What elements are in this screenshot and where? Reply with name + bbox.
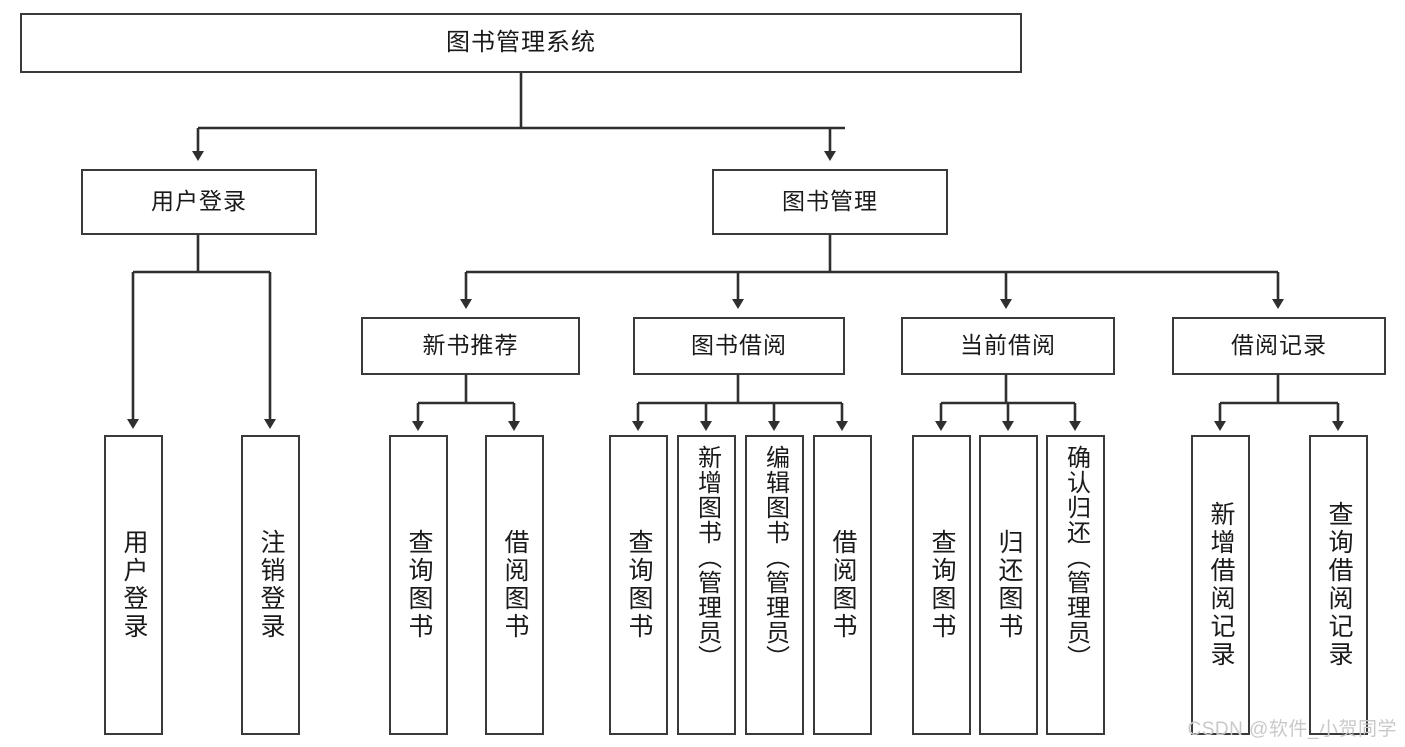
node-label: 图书管理系统: [446, 28, 596, 56]
node-user-login[interactable]: 用户登录: [81, 169, 317, 235]
leaf-query-borrow-record[interactable]: 查询借阅记录: [1309, 435, 1368, 735]
node-new-book-recommend[interactable]: 新书推荐: [361, 317, 580, 375]
node-book-management[interactable]: 图书管理: [712, 169, 948, 235]
node-label: 图书借阅: [691, 332, 787, 359]
leaf-user-login[interactable]: 用户登录: [104, 435, 163, 735]
leaf-confirm-return[interactable]: 确认归还（管理员）: [1046, 435, 1105, 735]
leaf-return-book[interactable]: 归还图书: [979, 435, 1038, 735]
node-label: 查询图书: [625, 529, 653, 641]
node-label: 当前借阅: [960, 332, 1056, 359]
node-label: 查询借阅记录: [1325, 501, 1353, 669]
watermark-text: CSDN @软件_小贺同学: [1187, 719, 1397, 740]
node-label: 确认归还（管理员）: [1062, 445, 1090, 670]
leaf-borrow-book-recommend[interactable]: 借阅图书: [485, 435, 544, 735]
leaf-logout-login[interactable]: 注销登录: [241, 435, 300, 735]
node-label: 用户登录: [151, 188, 247, 215]
leaf-query-book-recommend[interactable]: 查询图书: [389, 435, 448, 735]
node-label: 用户登录: [120, 529, 148, 641]
node-label: 编辑图书（管理员）: [761, 445, 789, 670]
leaf-query-book-current[interactable]: 查询图书: [912, 435, 971, 735]
node-label: 归还图书: [995, 529, 1023, 641]
node-label: 新书推荐: [422, 332, 519, 359]
node-label: 图书管理: [782, 188, 878, 215]
leaf-query-book-borrow[interactable]: 查询图书: [609, 435, 668, 735]
node-label: 借阅图书: [829, 529, 857, 641]
node-current-borrow[interactable]: 当前借阅: [901, 317, 1115, 375]
node-label: 查询图书: [405, 529, 433, 641]
leaf-borrow-book[interactable]: 借阅图书: [813, 435, 872, 735]
node-label: 新增图书（管理员）: [693, 445, 721, 670]
leaf-edit-book[interactable]: 编辑图书（管理员）: [745, 435, 804, 735]
node-borrow-record[interactable]: 借阅记录: [1172, 317, 1386, 375]
node-label: 注销登录: [257, 529, 285, 641]
node-book-borrow[interactable]: 图书借阅: [633, 317, 845, 375]
node-root-system[interactable]: 图书管理系统: [20, 13, 1022, 73]
node-label: 新增借阅记录: [1207, 501, 1235, 669]
node-label: 借阅图书: [501, 529, 529, 641]
leaf-add-book[interactable]: 新增图书（管理员）: [677, 435, 736, 735]
node-label: 借阅记录: [1231, 332, 1327, 359]
leaf-add-borrow-record[interactable]: 新增借阅记录: [1191, 435, 1250, 735]
node-label: 查询图书: [928, 529, 956, 641]
